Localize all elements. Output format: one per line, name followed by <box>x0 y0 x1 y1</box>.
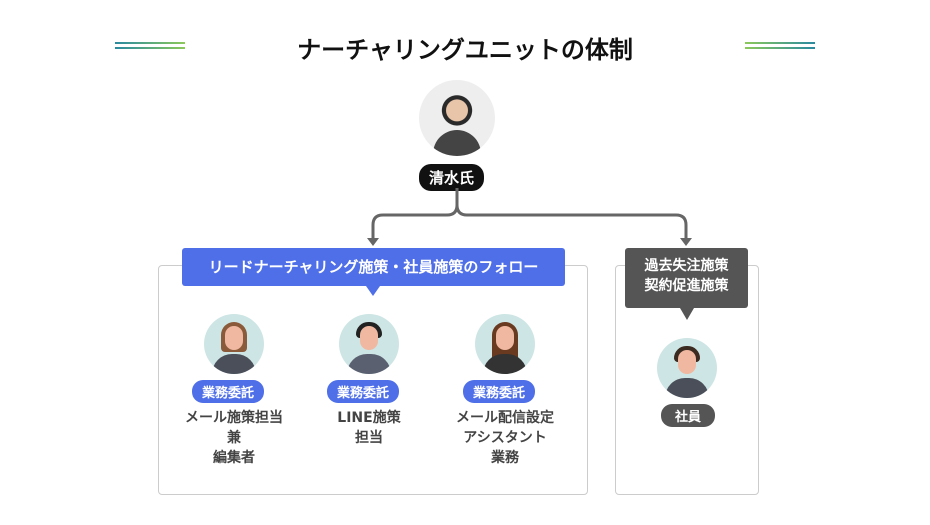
left-group-heading: リードナーチャリング施策・社員施策のフォロー <box>182 248 565 286</box>
page-title: ナーチャリングユニットの体制 <box>297 36 633 64</box>
right-group-heading: 過去失注施策 契約促進施策 <box>625 248 748 308</box>
avatar-woman-short-hair <box>204 314 264 374</box>
member-tag: 業務委託 <box>463 380 536 403</box>
leader-name: 清水氏 <box>419 164 485 191</box>
left-heading-pointer <box>366 286 380 296</box>
member-tag: 業務委託 <box>192 380 265 403</box>
member-role: メール施策担当 兼 編集者 <box>185 410 283 466</box>
avatar-employee <box>657 338 717 398</box>
member-role: LINE施策 担当 <box>337 410 401 446</box>
title-decoration-left <box>115 42 185 50</box>
right-heading-pointer <box>680 308 694 320</box>
employee-tag: 社員 <box>661 404 716 427</box>
avatar-woman-long-hair <box>475 314 535 374</box>
title-decoration-right <box>745 42 815 50</box>
avatar-man-suit <box>339 314 399 374</box>
member-role: メール配信設定 アシスタント 業務 <box>456 410 554 466</box>
leader-photo <box>419 80 495 156</box>
member-tag: 業務委託 <box>327 380 400 403</box>
